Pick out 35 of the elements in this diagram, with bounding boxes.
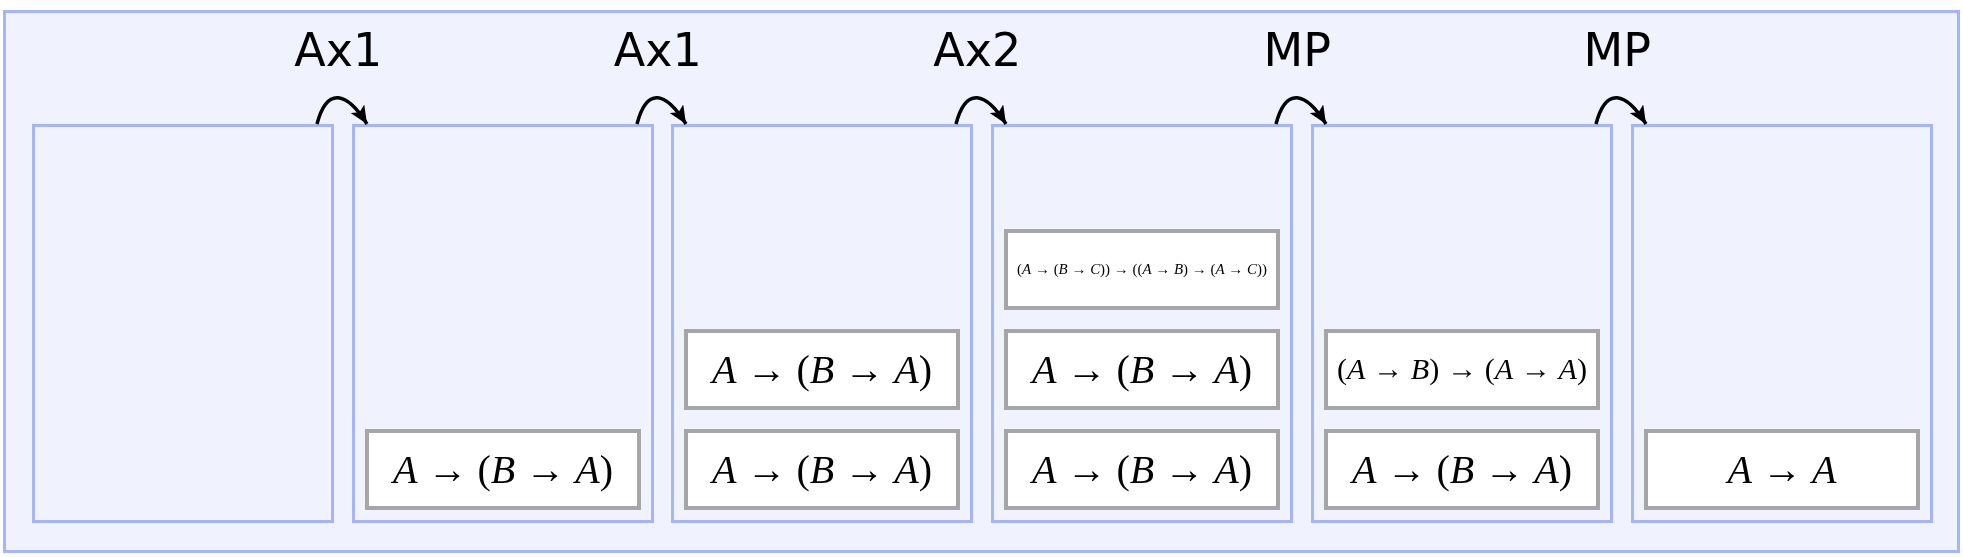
curved-arrow <box>954 96 1008 125</box>
formula: A → (B → A) <box>1032 349 1252 390</box>
edge-label: MP <box>1263 26 1331 73</box>
formula: A → (B → A) <box>1352 449 1572 490</box>
edge-label: Ax1 <box>294 26 383 73</box>
column-panel <box>671 124 973 523</box>
column-panel <box>32 124 334 523</box>
formula: A → (B → A) <box>712 449 932 490</box>
formula-box <box>1324 329 1600 410</box>
formula-box <box>365 429 641 510</box>
curved-arrow <box>635 96 688 125</box>
edge-label: MP <box>1583 26 1651 73</box>
edge-label: Ax1 <box>613 26 702 73</box>
column-panel <box>991 124 1293 523</box>
formula: (A → (B → C)) → ((A → B) → (A → C)) <box>1017 262 1267 277</box>
column-panel <box>352 124 654 523</box>
formula: A → (B → A) <box>393 449 613 490</box>
column-panel <box>1631 124 1933 523</box>
curved-arrow <box>1274 96 1328 125</box>
edge-label: Ax2 <box>933 26 1022 73</box>
outer-panel <box>3 10 1960 553</box>
formula-box <box>1324 429 1600 510</box>
curved-arrow <box>315 96 369 125</box>
curved-arrow <box>1594 96 1648 125</box>
formula-box <box>1004 229 1280 310</box>
formula-box <box>684 329 960 410</box>
formula: (A → B) → (A → A) <box>1337 354 1587 385</box>
formula: A → A <box>1727 449 1837 490</box>
formula-box <box>1004 329 1280 410</box>
formula: A → (B → A) <box>1032 449 1252 490</box>
formula-box <box>684 429 960 510</box>
column-panel <box>1311 124 1613 523</box>
formula-box <box>1644 429 1920 510</box>
formula-box <box>1004 429 1280 510</box>
formula: A → (B → A) <box>712 349 932 390</box>
